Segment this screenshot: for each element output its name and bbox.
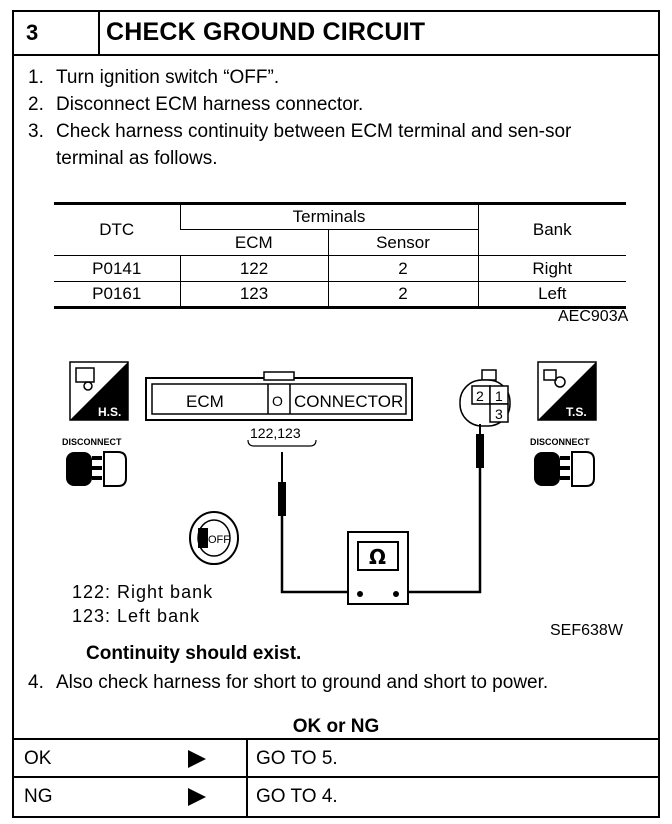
cell-sensor: 2: [327, 255, 478, 282]
result-action: GO TO 5.: [256, 748, 338, 769]
cell-sensor: 2: [327, 281, 478, 309]
step-title: CHECK GROUND CIRCUIT: [106, 18, 426, 46]
hs-label: H.S.: [98, 405, 121, 419]
step-item: 4. Also check harness for short to groun…: [28, 672, 648, 694]
table-row: P0161 123 2 Left: [54, 281, 626, 309]
table-row: P0141 122 2 Right: [54, 255, 626, 282]
terminal-table: DTC Terminals Bank ECM Sensor P0141 122 …: [54, 202, 626, 309]
ignition-off-icon: OFF: [189, 511, 239, 565]
step-num: 3.: [28, 121, 44, 142]
continuity-note: Continuity should exist.: [86, 643, 302, 664]
step-number: 3: [14, 12, 100, 54]
disconnect-left-icon: [66, 451, 127, 487]
procedure-frame: 3 CHECK GROUND CIRCUIT 1. Turn ignition …: [12, 10, 660, 818]
sensor-pin: 1: [495, 388, 503, 404]
cell-bank: Right: [477, 255, 626, 282]
wiring-diagram: H.S. DISCONNECT T.S. DISCONNECT: [62, 361, 624, 639]
step-text: Disconnect ECM harness connector.: [56, 94, 364, 115]
step-text: Check harness continuity between ECM ter…: [56, 121, 572, 169]
result-action: GO TO 4.: [256, 786, 338, 807]
disconnect-label: DISCONNECT: [530, 437, 590, 447]
disconnect-right-icon: [534, 451, 595, 487]
diagram-ref-code: SEF638W: [550, 622, 624, 639]
ok-ng-title: OK or NG: [292, 716, 380, 737]
sensor-pin: 3: [495, 406, 503, 422]
legend-item: 123: Left bank: [72, 606, 201, 626]
cell-bank: Left: [477, 281, 626, 309]
header-terminals: Terminals: [179, 202, 478, 230]
cell-ecm: 123: [179, 281, 328, 309]
table-ref-code: AEC903A: [558, 308, 629, 325]
step-item: 3. Check harness continuity between ECM …: [28, 118, 638, 172]
step-num: 2.: [28, 94, 44, 115]
header-sensor: Sensor: [327, 229, 478, 256]
off-label: OFF: [208, 534, 230, 546]
arrow-right-icon: [188, 788, 206, 806]
header-bank: Bank: [477, 202, 626, 256]
legend-item: 122: Right bank: [72, 582, 214, 602]
terminal-label: 122,123: [250, 425, 301, 441]
cell-dtc: P0141: [54, 255, 180, 282]
header-dtc: DTC: [54, 202, 180, 256]
ohm-symbol: Ω: [369, 545, 386, 569]
disconnect-label: DISCONNECT: [62, 437, 122, 447]
terminal-legend: 122: Right bank 123: Left bank: [72, 580, 213, 628]
test-leads: [278, 424, 484, 594]
step-num: 4.: [28, 672, 44, 693]
ts-label: T.S.: [566, 405, 587, 419]
ts-badge-icon: T.S.: [537, 361, 597, 421]
table-subheader-row: ECM Sensor: [54, 229, 626, 256]
result-label: NG: [24, 786, 53, 807]
connector-label: CONNECTOR: [294, 392, 403, 411]
result-row-ok: OK GO TO 5.: [14, 738, 658, 776]
step-list: 1. Turn ignition switch “OFF”. 2. Discon…: [28, 64, 638, 172]
arrow-right-icon: [188, 750, 206, 768]
sensor-connector-icon: 2 1 3: [459, 369, 511, 427]
step-num: 1.: [28, 67, 44, 88]
result-row-ng: NG GO TO 4.: [14, 776, 658, 816]
divider: [246, 778, 248, 816]
step-text: Also check harness for short to ground a…: [56, 672, 549, 693]
step-item: 1. Turn ignition switch “OFF”.: [28, 64, 638, 91]
ecm-label: ECM: [186, 392, 224, 411]
step-header: 3 CHECK GROUND CIRCUIT: [14, 12, 658, 56]
table-header-row: DTC Terminals Bank: [54, 202, 626, 256]
o-label: O: [272, 393, 283, 409]
ecm-connector-icon: ECM O CONNECTOR: [145, 371, 413, 421]
ohmmeter-icon: Ω: [347, 531, 409, 605]
hs-badge-icon: H.S.: [69, 361, 129, 421]
cell-ecm: 122: [179, 255, 328, 282]
divider: [246, 740, 248, 776]
cell-dtc: P0161: [54, 281, 180, 309]
terminal-bracket: [247, 439, 317, 447]
result-label: OK: [24, 748, 52, 769]
step-text: Turn ignition switch “OFF”.: [56, 67, 280, 88]
header-ecm: ECM: [180, 229, 328, 256]
step-item: 2. Disconnect ECM harness connector.: [28, 91, 638, 118]
sensor-pin: 2: [476, 388, 484, 404]
